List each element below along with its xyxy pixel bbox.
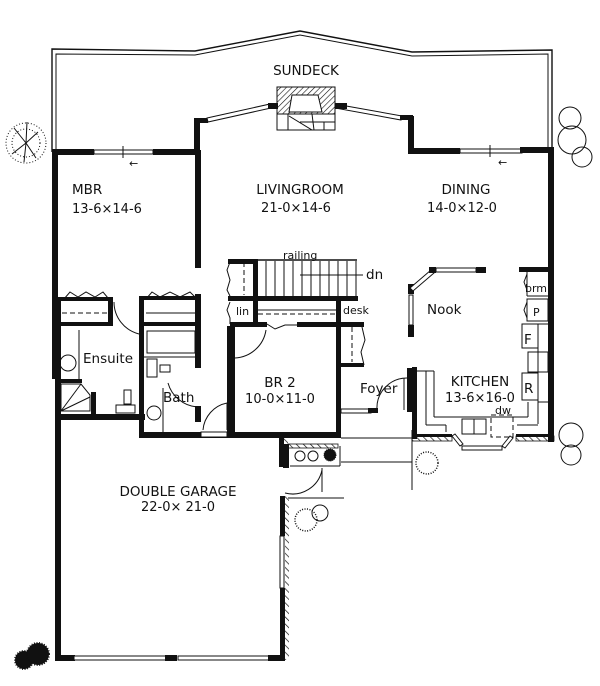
- exterior-walls: [52, 103, 554, 661]
- room-dims-br2: 10-0×11-0: [245, 392, 315, 407]
- stair-treads: [265, 261, 357, 296]
- annotations: railing dn lin desk brm P F R dw ← ←: [129, 156, 547, 417]
- sundeck-outline: [51, 30, 553, 152]
- nook-bay-window: [408, 267, 486, 337]
- room-label-livingroom: LIVINGROOM: [256, 182, 344, 198]
- room-labels: SUNDECK MBR 13-6×14-6 LIVINGROOM 21-0×14…: [72, 63, 515, 515]
- interior-walls: [55, 150, 413, 499]
- stairs-down-label: dn: [366, 267, 383, 283]
- sliding-door-arrow-mbr: ←: [129, 157, 138, 170]
- room-dims-mbr: 13-6×14-6: [72, 202, 142, 217]
- railing-label: railing: [283, 249, 317, 262]
- room-label-br2: BR 2: [264, 375, 296, 391]
- room-label-nook: Nook: [427, 302, 462, 318]
- fridge-label: F: [524, 332, 532, 348]
- room-label-sundeck: SUNDECK: [273, 63, 340, 79]
- tree-shrub-left: [5, 121, 47, 164]
- room-dims-dining: 14-0×12-0: [427, 201, 497, 216]
- room-dims-kitchen: 13-6×16-0: [445, 391, 515, 406]
- room-label-ensuite: Ensuite: [83, 351, 133, 367]
- room-dims-livingroom: 21-0×14-6: [261, 201, 331, 216]
- desk-label: desk: [343, 304, 369, 317]
- room-label-dining: DINING: [441, 182, 490, 198]
- sliding-door-arrow-dining: ←: [498, 156, 507, 169]
- room-label-mbr: MBR: [72, 182, 102, 198]
- room-label-kitchen: KITCHEN: [451, 374, 510, 390]
- room-label-garage: DOUBLE GARAGE: [119, 484, 236, 500]
- dishwasher-label: dw: [495, 404, 511, 417]
- range-label: R: [524, 381, 533, 397]
- linen-closet-label: lin: [236, 305, 249, 318]
- landscape-shrubs: [5, 106, 593, 670]
- kitchen-fixtures: [411, 267, 555, 451]
- broom-closet-label: brm: [525, 282, 547, 295]
- pantry-label: P: [533, 306, 540, 319]
- room-label-bath: Bath: [163, 390, 194, 406]
- room-label-foyer: Foyer: [360, 381, 398, 397]
- fireplace: [276, 86, 336, 131]
- room-dims-garage: 22-0× 21-0: [141, 500, 215, 515]
